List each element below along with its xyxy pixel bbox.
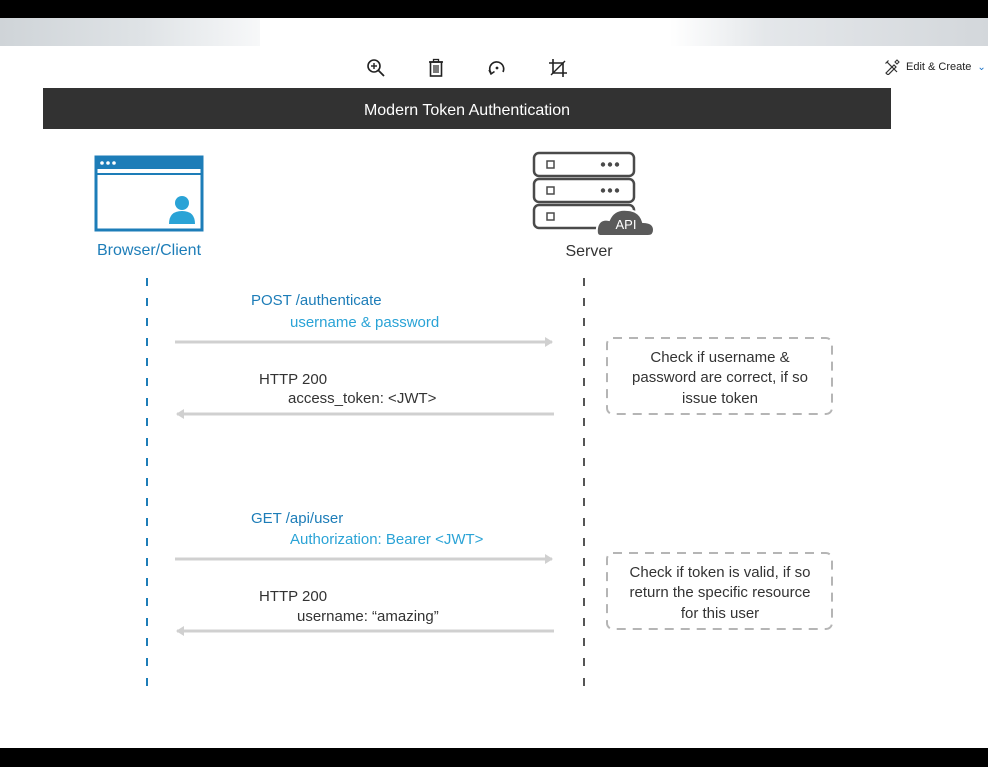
blurred-header-left <box>0 18 260 46</box>
server-icon <box>532 151 636 230</box>
note-1-line-1: Check if username & <box>650 349 789 366</box>
crop-button[interactable] <box>546 56 570 80</box>
auth-sequence-diagram: Modern Token Authentication Browser/Clie… <box>43 88 891 696</box>
api-cloud-icon: API <box>595 208 656 237</box>
note-2-line-3: for this user <box>681 605 759 622</box>
zoom-in-icon <box>367 59 385 77</box>
note-2-line-1: Check if token is valid, if so <box>630 564 811 581</box>
note-box-1 <box>606 337 833 415</box>
message-1-line-1: POST /authenticate <box>251 292 382 309</box>
rotate-icon <box>488 61 505 76</box>
note-1-line-2: password are correct, if so <box>632 369 808 386</box>
crop-icon <box>549 59 567 77</box>
api-badge: API <box>616 217 637 232</box>
browser-client-icon <box>94 155 204 232</box>
message-4-line-1: HTTP 200 <box>259 588 327 605</box>
rotate-button[interactable] <box>485 56 509 80</box>
diagram-title: Modern Token Authentication <box>364 102 570 119</box>
message-4-line-2: username: “amazing” <box>297 608 439 625</box>
note-2-line-2: return the specific resource <box>630 584 811 601</box>
message-3-line-2: Authorization: Bearer <JWT> <box>290 531 484 548</box>
edit-create-icon <box>885 59 900 75</box>
server-label: Server <box>565 243 613 260</box>
edit-create-label: Edit & Create <box>906 61 972 73</box>
chevron-down-icon: ⌄ <box>977 61 986 73</box>
edit-create-button[interactable]: Edit & Create ⌄ <box>884 58 986 76</box>
message-1-line-2: username & password <box>290 314 439 331</box>
delete-button[interactable] <box>424 56 448 80</box>
client-label: Browser/Client <box>97 242 202 259</box>
blurred-header-right <box>670 18 988 46</box>
zoom-in-button[interactable] <box>364 56 388 80</box>
photo-viewer-stage: Modern Token Authentication Browser/Clie… <box>0 18 988 748</box>
message-3-line-1: GET /api/user <box>251 510 343 527</box>
top-letterbox <box>0 0 988 18</box>
title-bar <box>43 88 891 129</box>
bottom-letterbox <box>0 748 988 767</box>
message-2-line-2: access_token: <JWT> <box>288 390 437 407</box>
delete-icon <box>429 58 443 77</box>
note-box-2 <box>606 552 833 630</box>
note-1-line-3: issue token <box>682 390 758 407</box>
message-2-line-1: HTTP 200 <box>259 371 327 388</box>
